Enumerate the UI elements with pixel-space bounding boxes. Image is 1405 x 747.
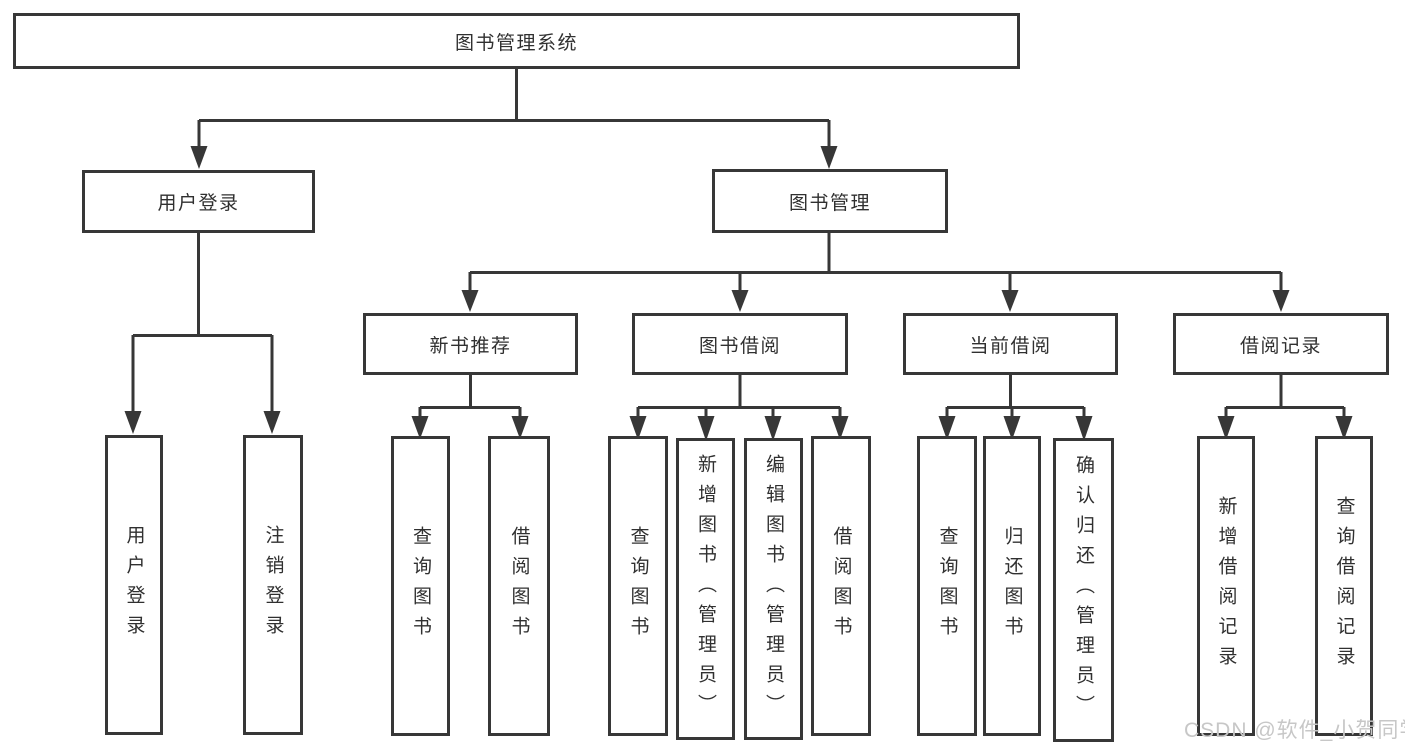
leaf-query-books-recommend: 查询图书 [391,436,450,736]
node-user-login: 用户登录 [82,170,315,233]
leaf-label: 注销登录 [262,525,284,645]
watermark: CSDN @软件_小贺同学 [1184,719,1405,742]
leaf-logout-login: 注销登录 [243,435,303,735]
leaf-confirm-return-admin: 确认归还（管理员） [1053,438,1114,742]
leaf-label: 查询图书 [936,526,958,646]
node-book-borrowing: 图书借阅 [632,313,848,375]
leaf-label: 借阅图书 [830,526,852,646]
arrow-down-icon [124,411,281,434]
leaf-label: 查询图书 [410,526,431,646]
arrow-down-icon [461,290,1290,312]
connector-book-management-branch [468,233,1283,292]
leaf-borrow-books-recommend: 借阅图书 [488,436,550,736]
connector-new-book-group [418,375,522,418]
leaf-label: 借阅图书 [508,526,530,646]
leaf-label: 新增借阅记录 [1215,496,1237,676]
leaf-label: 用户登录 [123,525,145,645]
leaf-borrow-books-borrow: 借阅图书 [811,436,871,736]
arrow-down-icon [1217,416,1353,440]
leaf-add-book-admin: 新增图书（管理员） [676,438,735,740]
leaf-query-books-current: 查询图书 [917,436,977,736]
leaf-query-borrow-record: 查询借阅记录 [1315,436,1373,736]
connector-book-borrow-group [636,375,842,418]
connector-borrow-record-group [1224,375,1346,418]
leaf-edit-book-admin: 编辑图书（管理员） [744,438,803,740]
leaf-label: 确认归还（管理员） [1073,455,1094,725]
node-root: 图书管理系统 [13,13,1020,69]
leaf-label: 新增图书（管理员） [695,454,716,724]
node-book-management: 图书管理 [712,169,948,233]
connector-user-login-branch [131,233,274,413]
leaf-add-borrow-record: 新增借阅记录 [1197,436,1255,736]
leaf-label: 查询图书 [627,526,649,646]
leaf-user-login: 用户登录 [105,435,163,735]
leaf-label: 编辑图书（管理员） [763,454,784,724]
node-current-borrowing: 当前借阅 [903,313,1118,375]
node-new-book-recommendation: 新书推荐 [363,313,578,375]
arrow-down-icon [190,146,838,169]
node-borrowing-records: 借阅记录 [1173,313,1389,375]
leaf-query-books-borrow: 查询图书 [608,436,668,736]
arrow-down-icon [629,416,849,441]
connector-current-borrow-group [945,375,1086,418]
leaf-label: 查询借阅记录 [1333,496,1355,676]
arrow-down-icon [938,416,1093,441]
leaf-label: 归还图书 [1001,526,1023,646]
connector-root-to-level2 [197,68,831,148]
arrow-down-icon [411,416,529,439]
leaf-return-books: 归还图书 [983,436,1041,736]
